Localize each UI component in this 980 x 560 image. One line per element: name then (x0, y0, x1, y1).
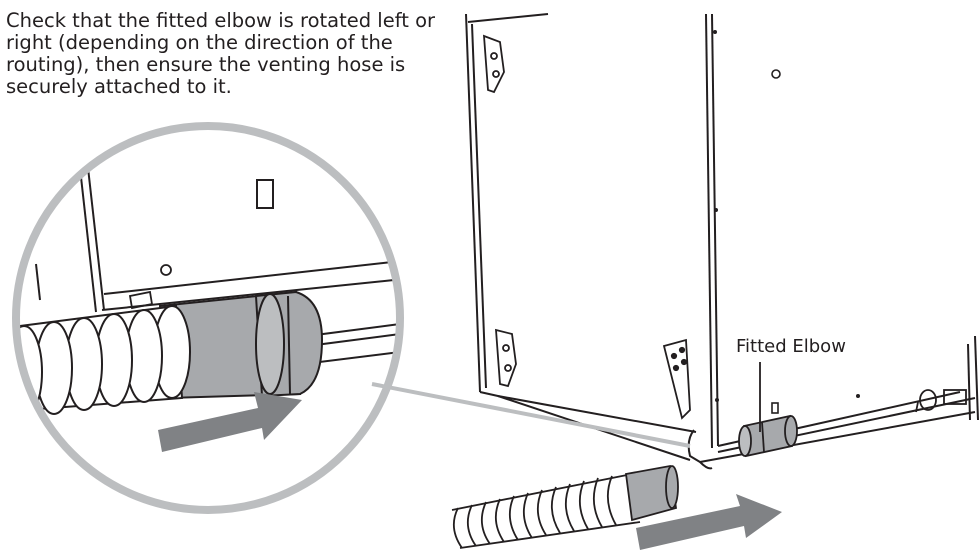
panel-hole (771, 69, 781, 79)
instruction-text: Check that the fitted elbow is rotated l… (6, 9, 436, 98)
hinge-bottom (495, 328, 517, 388)
venting-hose (451, 464, 679, 549)
fitted-elbow-label: Fitted Elbow (736, 336, 846, 357)
appliance-body (465, 13, 979, 470)
panel-screws (713, 30, 860, 430)
rear-fittings (915, 389, 967, 413)
hinge-top (482, 34, 505, 94)
panel-slot (771, 402, 779, 414)
direction-arrow-main (636, 494, 782, 550)
magnified-view (16, 149, 400, 452)
magnified-hole (160, 264, 172, 276)
mounting-bracket (662, 338, 691, 420)
fitted-elbow (738, 414, 798, 458)
direction-arrow-magnified (158, 392, 302, 452)
magnified-slot (256, 179, 274, 209)
magnifier-connector (371, 382, 691, 448)
magnifier-ring (12, 122, 404, 514)
